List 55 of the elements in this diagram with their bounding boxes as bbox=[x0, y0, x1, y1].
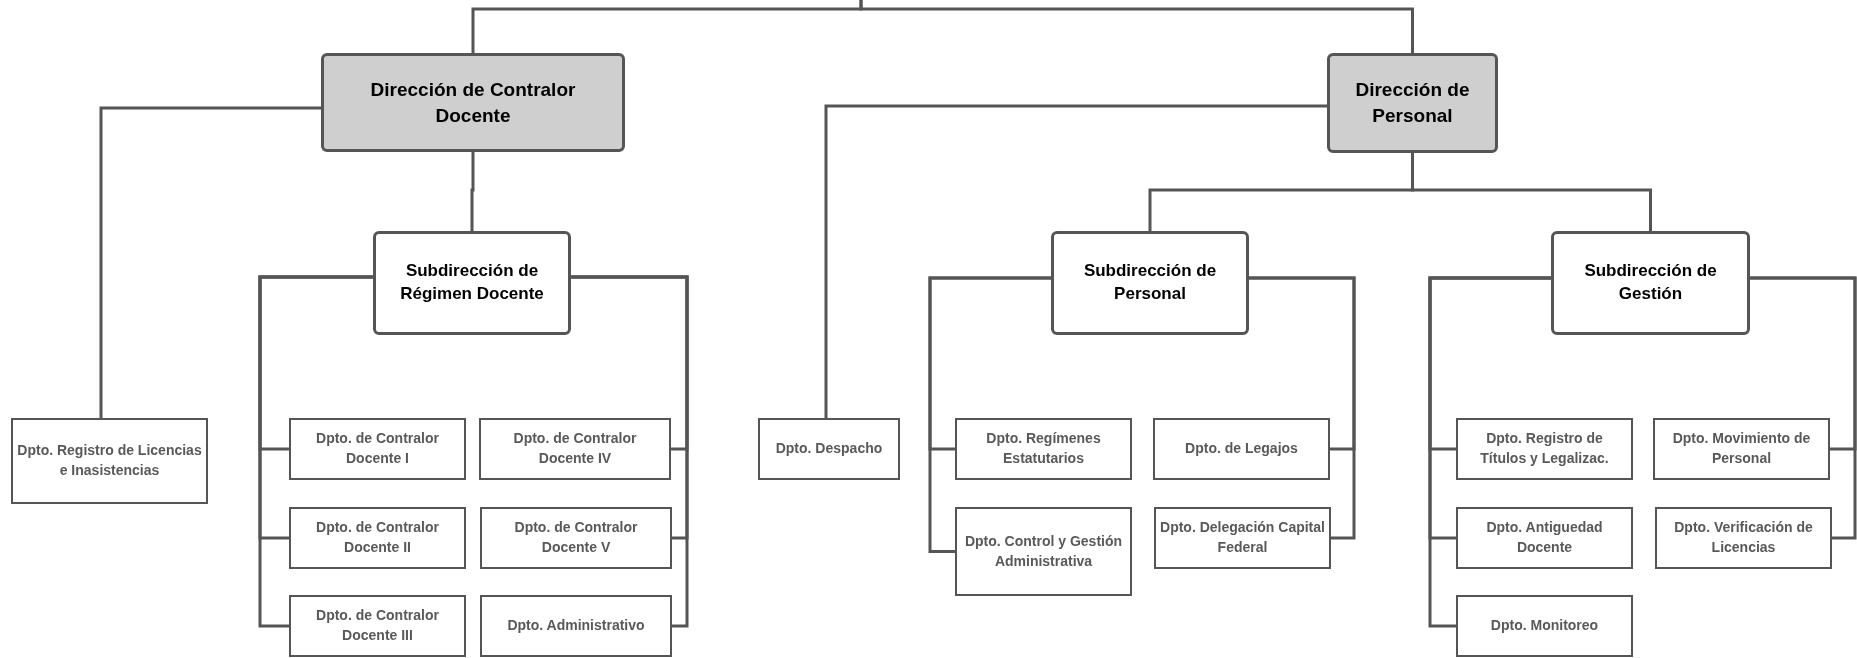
box-label: Dirección de Contralor Docente bbox=[369, 77, 577, 128]
connector-line bbox=[1411, 153, 1652, 231]
box-label: Dirección de Personal bbox=[1354, 78, 1471, 128]
department-box bbox=[955, 418, 1132, 480]
connector-line bbox=[258, 275, 373, 628]
department-box bbox=[758, 418, 900, 480]
department-box bbox=[1655, 507, 1832, 569]
department-box bbox=[289, 595, 466, 657]
connector-line bbox=[824, 104, 1327, 418]
box-label: Subdirección de Gestión bbox=[1583, 260, 1718, 305]
department-box bbox=[289, 507, 466, 569]
box-label: Dpto. Regímenes Estatutarios bbox=[985, 429, 1102, 468]
department-box bbox=[11, 418, 208, 504]
department-box bbox=[479, 418, 671, 480]
connector-line bbox=[928, 276, 1051, 553]
box-label: Dpto. de Legajos bbox=[1185, 439, 1298, 459]
connector-line bbox=[99, 106, 321, 418]
subdirection-box bbox=[1551, 231, 1750, 335]
department-box bbox=[1153, 418, 1330, 480]
connector-line bbox=[859, 0, 1414, 53]
department-box bbox=[1456, 595, 1633, 657]
box-label: Dpto. de Contralor Docente III bbox=[315, 606, 440, 645]
direction-box bbox=[1327, 53, 1498, 153]
box-label: Dpto. Despacho bbox=[775, 439, 883, 459]
box-label: Dpto. Registro de Licencias e Inasistencias bbox=[17, 441, 202, 480]
department-box bbox=[955, 507, 1132, 596]
box-label: Dpto. Antiguedad Docente bbox=[1485, 518, 1604, 557]
box-label: Dpto. de Contralor Docente I bbox=[315, 429, 440, 468]
connector-line bbox=[470, 152, 475, 231]
department-box bbox=[1154, 507, 1331, 569]
department-box bbox=[1456, 507, 1633, 569]
connector-line bbox=[1428, 276, 1551, 628]
department-box bbox=[289, 418, 466, 480]
connector-line bbox=[1750, 276, 1857, 540]
box-label: Dpto. Control y Gestión Administrativa bbox=[963, 531, 1124, 571]
box-label: Dpto. Monitoreo bbox=[1490, 616, 1599, 636]
department-box bbox=[480, 595, 672, 657]
direction-box bbox=[321, 53, 625, 152]
box-label: Dpto. de Contralor Docente II bbox=[315, 518, 440, 557]
box-label: Dpto. de Contralor Docente V bbox=[513, 518, 639, 557]
box-label: Dpto. Administrativo bbox=[507, 616, 645, 636]
department-box bbox=[1456, 418, 1633, 480]
box-label: Dpto. Verificación de Licencias bbox=[1673, 518, 1814, 557]
department-box bbox=[480, 507, 672, 569]
box-label: Dpto. Delegación Capital Federal bbox=[1160, 518, 1325, 557]
subdirection-box bbox=[373, 231, 571, 335]
box-label: Subdirección de Personal bbox=[1082, 260, 1218, 305]
connector-line bbox=[1249, 276, 1356, 540]
box-label: Subdirección de Régimen Docente bbox=[399, 260, 545, 305]
box-label: Dpto. Movimiento de Personal bbox=[1671, 429, 1812, 468]
department-box bbox=[1653, 418, 1830, 480]
box-label: Dpto. Registro de Títulos y Legalizac. bbox=[1479, 429, 1610, 468]
subdirection-box bbox=[1051, 231, 1249, 335]
box-label: Dpto. de Contralor Docente IV bbox=[512, 429, 638, 468]
connector-line bbox=[571, 275, 689, 628]
